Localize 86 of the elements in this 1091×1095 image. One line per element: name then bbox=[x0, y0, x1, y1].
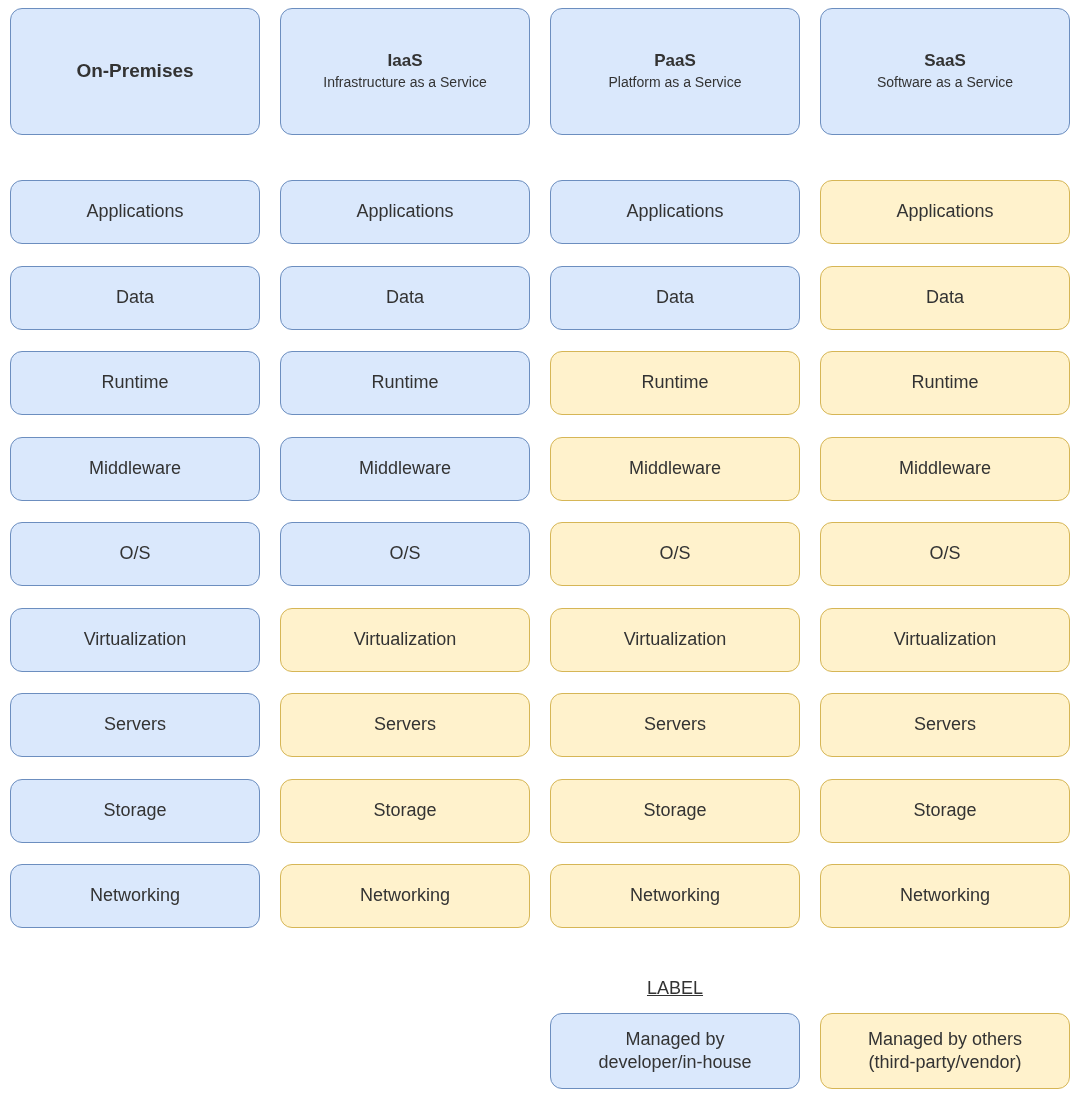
layer-box bbox=[820, 265, 1070, 330]
layer-label: Applications bbox=[86, 200, 184, 224]
layer-box bbox=[280, 180, 530, 244]
layer-box bbox=[10, 265, 260, 330]
layer-box bbox=[280, 265, 530, 330]
layer-label: Networking bbox=[359, 884, 450, 908]
subtitle-text: Platform as a Service bbox=[608, 73, 742, 93]
layer-label: Middleware bbox=[88, 456, 181, 480]
layer-box bbox=[820, 864, 1070, 928]
layer-box bbox=[550, 180, 800, 244]
layer-label: Servers bbox=[104, 713, 166, 737]
layer-box bbox=[820, 778, 1070, 843]
layer-box bbox=[10, 180, 260, 244]
layer-label: Servers bbox=[644, 713, 706, 737]
layer-label: Applications bbox=[626, 200, 724, 224]
title-text: SaaS bbox=[924, 49, 966, 72]
layer-label: Data bbox=[926, 285, 964, 309]
layer-box bbox=[10, 436, 260, 501]
layer-label: Virtualization bbox=[353, 627, 457, 651]
layer-label: O/S bbox=[659, 542, 691, 566]
header-box bbox=[820, 8, 1070, 135]
layer-box bbox=[10, 607, 260, 672]
layer-box bbox=[820, 436, 1070, 501]
layer-box bbox=[280, 351, 530, 415]
layer-box bbox=[10, 522, 260, 586]
layer-label: Runtime bbox=[911, 371, 979, 395]
layer-label: Runtime bbox=[371, 371, 439, 395]
layer-box bbox=[10, 778, 260, 843]
layer-label: Data bbox=[116, 285, 154, 309]
layer-box bbox=[10, 864, 260, 928]
layer-box bbox=[280, 436, 530, 501]
layer-label: Middleware bbox=[628, 456, 721, 480]
layer-label: Virtualization bbox=[83, 627, 187, 651]
subtitle-text: Infrastructure as a Service bbox=[323, 73, 487, 93]
layer-box bbox=[280, 778, 530, 843]
header-box bbox=[10, 8, 260, 135]
subtitle-text: Software as a Service bbox=[876, 73, 1014, 93]
layer-label: Storage bbox=[373, 798, 437, 822]
layer-box bbox=[550, 436, 800, 501]
layer-label: Storage bbox=[103, 798, 167, 822]
header-box bbox=[550, 8, 800, 135]
layer-box bbox=[280, 522, 530, 586]
legend-text: Managed by developer/in-house bbox=[597, 1027, 753, 1074]
layer-box bbox=[550, 778, 800, 843]
layer-label: Servers bbox=[914, 713, 976, 737]
layer-box bbox=[550, 693, 800, 757]
layer-box bbox=[550, 607, 800, 672]
layer-label: Runtime bbox=[101, 371, 169, 395]
layer-box bbox=[280, 693, 530, 757]
layer-box bbox=[550, 351, 800, 415]
header-box bbox=[280, 8, 530, 135]
layer-box bbox=[280, 607, 530, 672]
legend-title: LABEL bbox=[647, 978, 703, 999]
layer-box bbox=[820, 180, 1070, 244]
layer-label: Data bbox=[656, 285, 694, 309]
legend-text: Managed by others (third-party/vendor) bbox=[866, 1027, 1024, 1074]
layer-box bbox=[280, 864, 530, 928]
layer-box bbox=[820, 693, 1070, 757]
layer-label: O/S bbox=[929, 542, 961, 566]
layer-label: Data bbox=[386, 285, 424, 309]
layer-label: Networking bbox=[89, 884, 180, 908]
layer-box bbox=[10, 351, 260, 415]
layer-label: Middleware bbox=[898, 456, 991, 480]
layer-box bbox=[550, 265, 800, 330]
layer-label: Servers bbox=[374, 713, 436, 737]
title-text: On-Premises bbox=[76, 59, 194, 84]
layer-label: Applications bbox=[356, 200, 454, 224]
layer-label: Applications bbox=[896, 200, 994, 224]
layer-box bbox=[10, 693, 260, 757]
layer-box bbox=[550, 522, 800, 586]
layer-label: Storage bbox=[643, 798, 707, 822]
layer-label: O/S bbox=[119, 542, 151, 566]
layer-label: Middleware bbox=[358, 456, 451, 480]
layer-label: Virtualization bbox=[893, 627, 997, 651]
layer-label: Networking bbox=[899, 884, 990, 908]
layer-label: Storage bbox=[913, 798, 977, 822]
layer-label: Runtime bbox=[641, 371, 709, 395]
layer-box bbox=[820, 351, 1070, 415]
layer-label: Networking bbox=[629, 884, 720, 908]
layer-box bbox=[820, 522, 1070, 586]
layer-box bbox=[820, 607, 1070, 672]
title-text: IaaS bbox=[387, 49, 423, 72]
title-text: PaaS bbox=[654, 49, 696, 72]
layer-box bbox=[550, 864, 800, 928]
layer-label: Virtualization bbox=[623, 627, 727, 651]
layer-label: O/S bbox=[389, 542, 421, 566]
